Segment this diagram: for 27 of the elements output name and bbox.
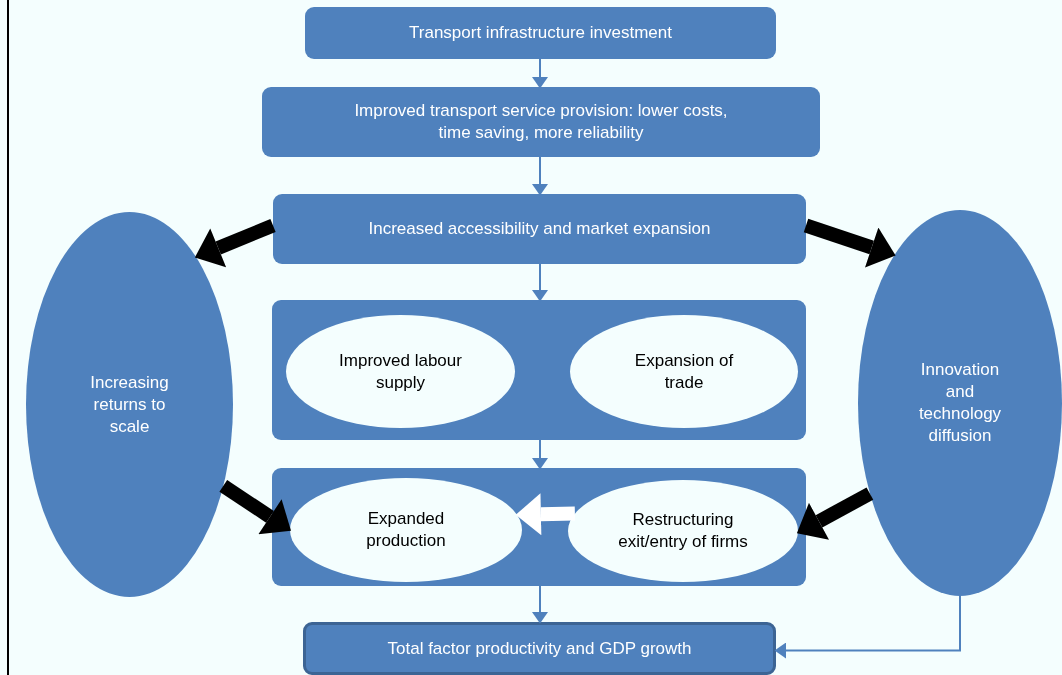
block-arrow [219,480,291,535]
arrow [532,585,548,624]
arrow [774,595,961,659]
node-label: Expansion of trade [633,349,735,394]
node-label: Increased accessibility and market expansion [367,218,712,240]
group-box [272,468,806,586]
node-label: Improved transport service provision: lower costs, time saving, more reliability [353,100,729,144]
arrow [532,58,548,89]
process-box [262,87,820,157]
node-label: Innovation and technology diffusion [917,359,1003,447]
process-box [273,194,806,264]
node-label: Total factor productivity and GDP growth [386,637,693,660]
node-label: Improved labour supply [338,349,463,394]
block-arrow [515,493,576,536]
block-arrow [803,218,896,268]
node-label: Increasing returns to scale [89,371,170,438]
arrow [532,156,548,196]
block-arrow [796,487,874,540]
result-box [303,622,776,675]
process-box [305,7,776,59]
node-label: Transport infrastructure investment [408,22,673,44]
arrow [532,263,548,302]
node-label: Expanded production [365,508,447,552]
block-arrow [194,219,276,268]
arrow [532,439,548,470]
node-label: Restructuring exit/entry of firms [617,509,749,553]
group-box [272,300,806,440]
